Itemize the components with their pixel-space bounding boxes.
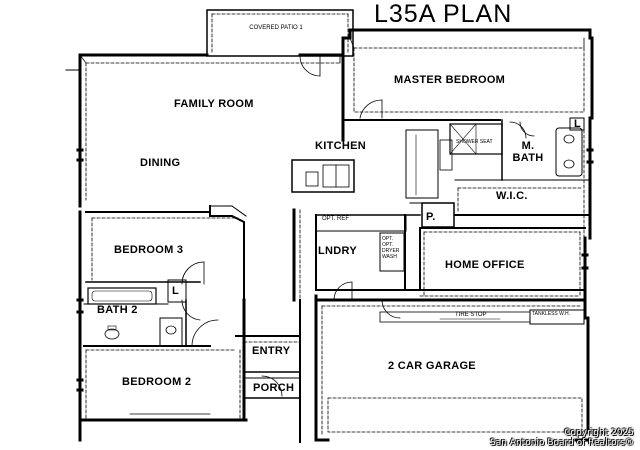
entry-porch-outline [235,299,301,443]
wic-label: W.I.C. [496,190,528,202]
opt-ref-label: OPT. REF [322,216,350,222]
master-bath-outline [449,117,591,216]
kitchen-island [291,159,355,193]
bath-2-label: BATH 2 [97,304,138,316]
linen-closet-label: L [172,285,180,297]
plan-title: L35A PLAN [374,0,513,28]
bedroom-3-outline [78,205,247,442]
laundry-label: LNDRY [318,245,357,257]
garage-label: 2 CAR GARAGE [388,360,476,372]
covered-patio-outline [206,9,354,57]
tire-stop-label: TIRE STOP [455,312,487,318]
copyright-watermark: Copyright 2025 San Antonio Board of Real… [490,428,634,448]
porch-label: PORCH [253,382,295,394]
master-bath-label: M. BATH [512,140,544,164]
tankless-water-heater-label: TANKLESS W.H. [532,311,570,317]
kitchen-label: KITCHEN [315,140,366,152]
window-marks [76,148,594,392]
east-exterior-wall [583,116,592,432]
master-bedroom-label: MASTER BEDROOM [394,74,506,86]
bath-2-outline [83,279,219,347]
dining-label: DINING [140,157,181,169]
bedroom-2-label: BEDROOM 2 [122,376,192,388]
family-room-label: FAMILY ROOM [174,98,254,110]
kitchen-counters [405,129,453,199]
shower-seat-label: SHOWER SEAT [456,139,493,145]
bedroom-3-label: BEDROOM 3 [114,244,184,256]
pantry-label: P. [426,211,436,223]
bedroom-2-outline [78,298,248,422]
corridor-walls [292,202,586,319]
dryer-washer-label: OPT. OPT. DRYER WASH [382,236,400,260]
copyright-line-2: San Antonio Board of Realtors® [490,438,634,448]
master-linen-label: L [574,118,582,130]
copyright-line-1: Copyright 2025 [564,428,634,438]
covered-patio-label: COVERED PATIO 1 [249,25,303,31]
garage-outline [314,294,592,442]
house-exterior-walls [78,53,345,208]
entry-label: ENTRY [252,345,291,357]
home-office-label: HOME OFFICE [445,259,525,271]
